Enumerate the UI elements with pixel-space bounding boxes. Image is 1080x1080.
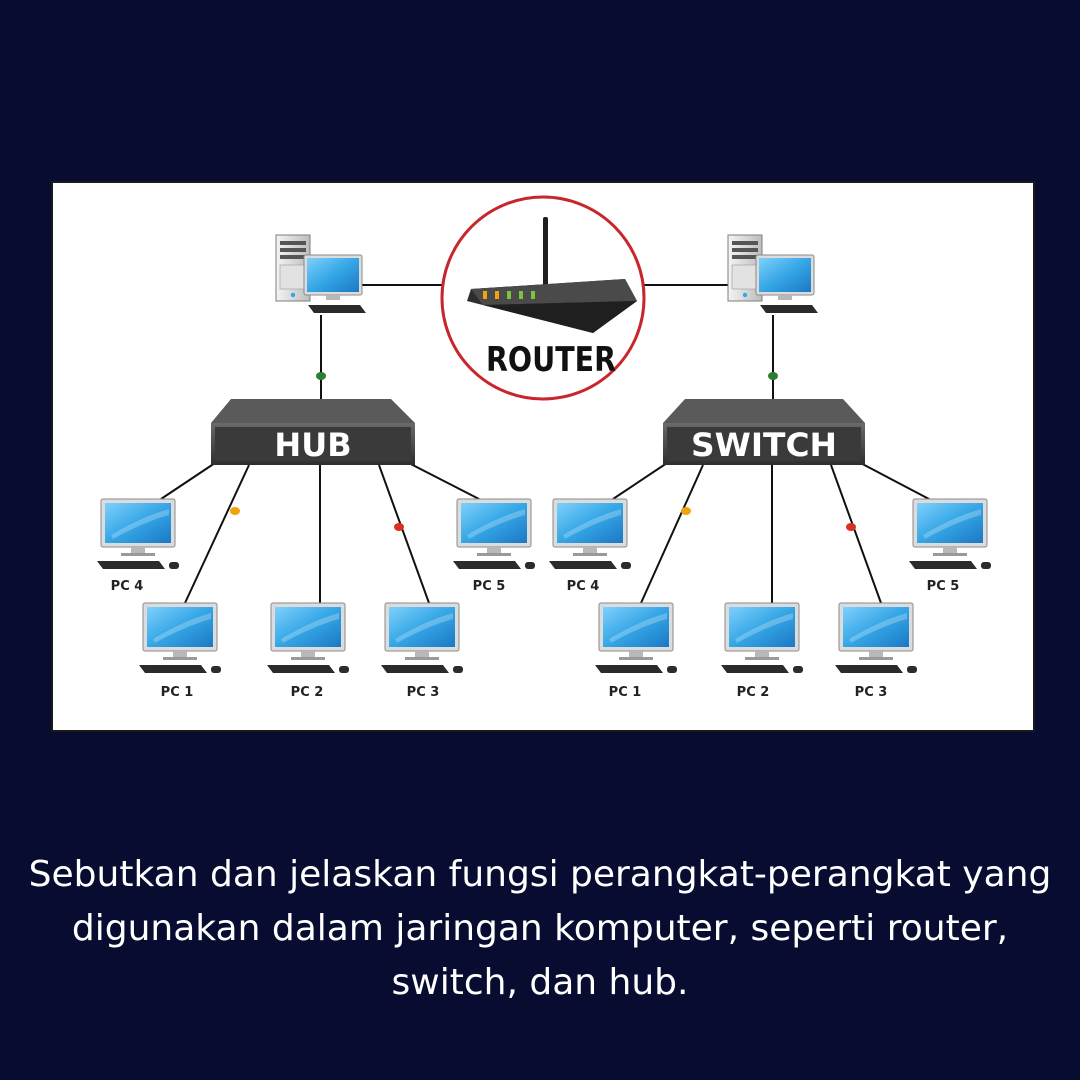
switch-pc-2: PC 2 [720, 602, 804, 700]
computer-monitor-icon [138, 602, 222, 674]
hub-label: HUB [274, 426, 351, 464]
pc-label: PC 1 [161, 685, 194, 700]
computer-monitor-icon [834, 602, 918, 674]
switch-pc-3: PC 3 [834, 602, 918, 700]
pc-label: PC 4 [111, 579, 144, 594]
cable-dot [768, 372, 778, 380]
question-line: Sebutkan dan jelaskan fungsi perangkat-p… [28, 854, 1052, 895]
server-computer-left-icon [275, 234, 367, 314]
pc-label: PC 5 [927, 579, 960, 594]
computer-monitor-icon [452, 498, 536, 570]
computer-monitor-icon [266, 602, 350, 674]
computer-monitor-icon [908, 498, 992, 570]
switch-cable-dot-orange [681, 507, 691, 515]
hub-pc-1: PC 1 [138, 602, 222, 700]
hub-cable-dot-red [394, 523, 404, 531]
hub-pc-3: PC 3 [380, 602, 464, 700]
switch-pc-1: PC 1 [594, 602, 678, 700]
computer-monitor-icon [594, 602, 678, 674]
question-line: switch, dan hub. [391, 962, 689, 1003]
router-group: ROUTER [440, 195, 646, 401]
switch-pc-4: PC 4 [548, 498, 632, 594]
switch-label: SWITCH [691, 426, 837, 464]
computer-monitor-icon [96, 498, 180, 570]
pc-label: PC 5 [473, 579, 506, 594]
cable-server-left-to-hub [316, 315, 326, 405]
hub-pc-2: PC 2 [266, 602, 350, 700]
hub-pc-4: PC 4 [96, 498, 180, 594]
computer-monitor-icon [720, 602, 804, 674]
question-text: Sebutkan dan jelaskan fungsi perangkat-p… [0, 848, 1080, 1010]
question-line: digunakan dalam jaringan komputer, seper… [71, 908, 1009, 949]
cable-server-right-to-switch [768, 315, 778, 405]
router-label: ROUTER [486, 340, 616, 380]
computer-monitor-icon [548, 498, 632, 570]
computer-monitor-icon [380, 602, 464, 674]
network-diagram: ROUTER HUB SWITCH PC 4 PC 5 PC 1 [51, 181, 1035, 732]
hub-cables [160, 458, 480, 604]
switch-device: SWITCH [663, 399, 865, 465]
pc-label: PC 2 [291, 685, 324, 700]
hub-cable-dot-orange [230, 507, 240, 515]
pc-label: PC 4 [567, 579, 600, 594]
pc-label: PC 1 [609, 685, 642, 700]
switch-cable-dot-red [846, 523, 856, 531]
pc-label: PC 3 [855, 685, 888, 700]
hub-pc-5: PC 5 [452, 498, 536, 594]
hub-device: HUB [211, 399, 415, 465]
pc-label: PC 3 [407, 685, 440, 700]
router-icon [467, 217, 637, 333]
switch-pc-5: PC 5 [908, 498, 992, 594]
server-computer-right-icon [727, 234, 819, 314]
pc-label: PC 2 [737, 685, 770, 700]
switch-cables [612, 458, 930, 604]
cable-dot [316, 372, 326, 380]
